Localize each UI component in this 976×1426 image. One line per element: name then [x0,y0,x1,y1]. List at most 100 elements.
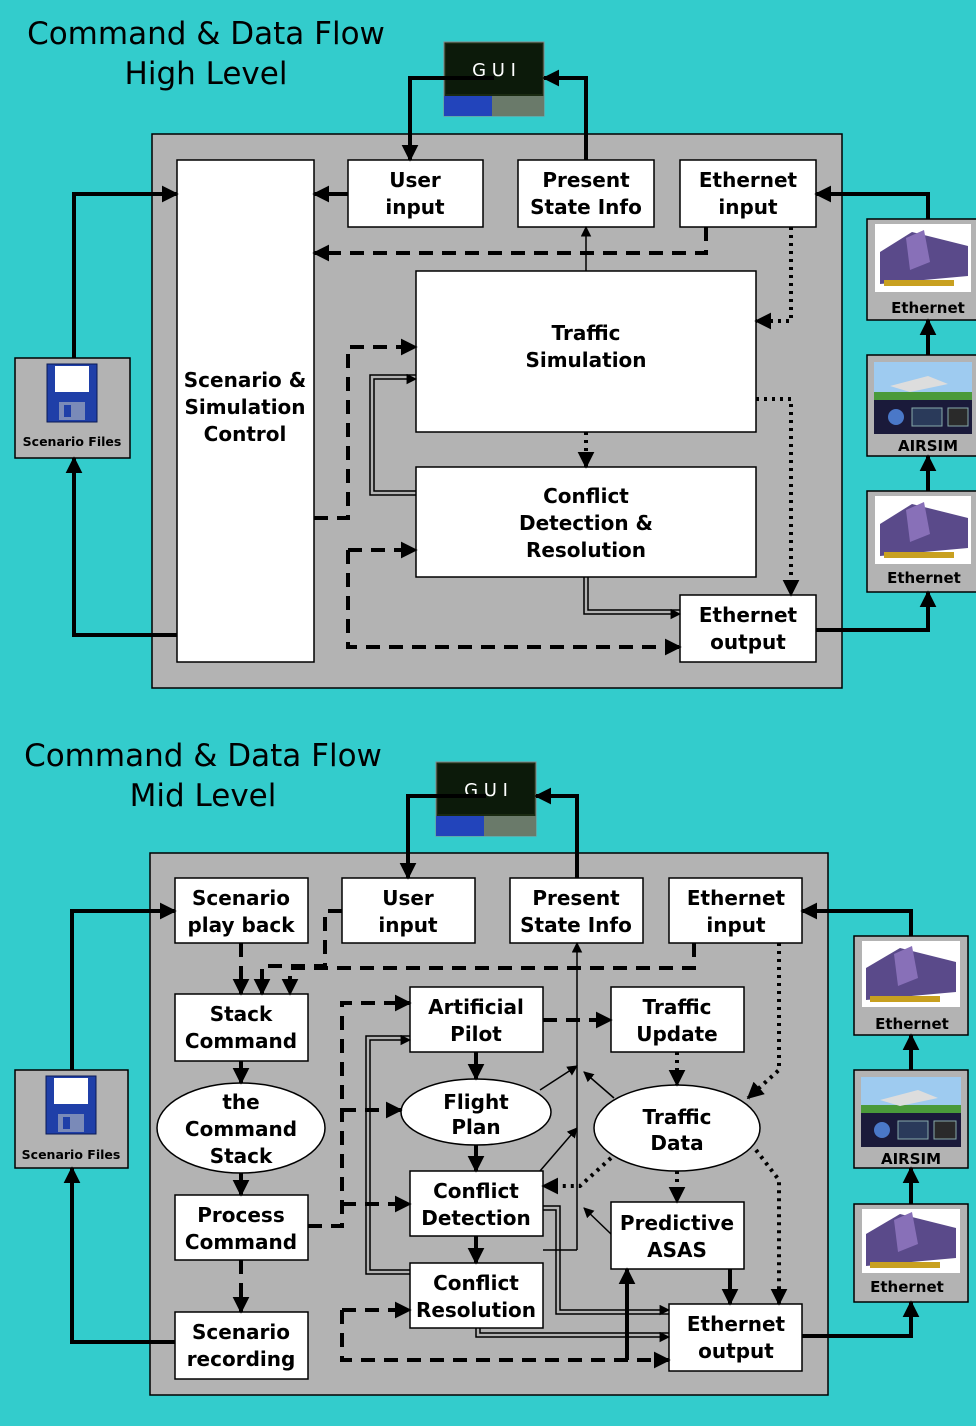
svg-text:AIRSIM: AIRSIM [898,437,958,455]
high-ethernet-output-box[interactable]: Ethernet output [679,594,817,663]
high-gui-label: G U I [472,60,516,81]
network-card-icon [875,224,971,292]
svg-text:Ethernet: Ethernet [870,1278,944,1296]
mid-conflict-detection-box[interactable]: Conflict Detection [409,1170,544,1237]
high-dashed-connectors [312,227,708,656]
mid-dotted-connectors [541,943,788,1306]
mid-predictive-asas-box[interactable]: Predictive ASAS [610,1201,745,1270]
high-conflict-detection-resolution-box[interactable]: Conflict Detection & Resolution [415,466,757,578]
mid-dashed-connectors [232,909,696,1369]
svg-text:Command: Command [185,1230,297,1254]
mid-process-command-box[interactable]: Process Command [174,1194,309,1261]
svg-text:Process: Process [197,1203,285,1227]
svg-text:Scenario: Scenario [192,886,290,910]
mid-right-ethernet-top[interactable]: Ethernet [853,935,969,1036]
mid-ethernet-output-box[interactable]: Ethernet output [668,1303,803,1372]
svg-text:Flight: Flight [443,1090,509,1114]
mid-title-line2: Mid Level [130,778,277,814]
svg-text:Simulation: Simulation [525,348,646,372]
mid-present-state-box[interactable]: Present State Info [509,877,644,944]
svg-text:Pilot: Pilot [450,1022,502,1046]
high-title-line2: High Level [125,56,288,92]
mid-level-section: Command & Data Flow Mid Level G U I Scen… [14,738,969,1396]
svg-text:Scenario Files: Scenario Files [22,1147,121,1162]
mid-ethernet-input-box[interactable]: Ethernet input [668,877,803,944]
mid-title-line1: Command & Data Flow [24,738,382,774]
svg-text:Detection: Detection [421,1206,531,1230]
floppy-disk-icon [46,363,98,423]
svg-text:input: input [718,195,778,219]
mid-scenario-files-box[interactable]: Scenario Files [14,1069,129,1169]
mid-artificial-pilot-box[interactable]: Artificial Pilot [409,986,544,1053]
svg-text:Traffic: Traffic [643,995,712,1019]
network-card-icon [875,496,971,564]
svg-text:Resolution: Resolution [416,1298,536,1322]
svg-text:input: input [378,913,438,937]
svg-text:Ethernet: Ethernet [699,603,798,627]
svg-text:Scenario: Scenario [192,1320,290,1344]
floppy-disk-icon [45,1075,97,1135]
svg-text:Command: Command [185,1117,297,1141]
svg-text:User: User [382,886,434,910]
svg-text:Ethernet: Ethernet [687,886,786,910]
high-solid-connectors [65,69,937,637]
high-right-airsim[interactable]: AIRSIM [866,354,976,457]
mid-stack-command-box[interactable]: Stack Command [174,993,309,1062]
mid-right-ethernet-bottom[interactable]: Ethernet [853,1203,969,1303]
mid-user-input-box[interactable]: User input [341,877,476,944]
svg-text:output: output [698,1339,774,1363]
network-card-icon [862,1209,960,1273]
svg-text:AIRSIM: AIRSIM [881,1150,941,1168]
svg-text:the: the [222,1090,259,1114]
svg-text:Ethernet: Ethernet [887,569,961,587]
high-right-ethernet-top[interactable]: Ethernet [866,218,976,321]
mid-right-airsim[interactable]: AIRSIM [853,1069,969,1169]
mid-traffic-update-box[interactable]: Traffic Update [610,986,745,1053]
svg-text:Plan: Plan [451,1115,500,1139]
svg-text:recording: recording [187,1347,296,1371]
svg-text:Stack: Stack [210,1144,273,1168]
svg-text:Detection &: Detection & [519,511,653,535]
svg-text:State Info: State Info [520,913,632,937]
mid-thin-connectors [365,941,671,1343]
svg-text:Conflict: Conflict [433,1271,519,1295]
high-present-state-box[interactable]: Present State Info [517,159,655,228]
mid-gui-screen-icon: G U I [435,761,537,837]
mid-command-stack-ellipse[interactable]: the Command Stack [156,1082,326,1174]
high-user-input-box[interactable]: User input [347,159,484,228]
svg-text:Traffic: Traffic [643,1105,712,1129]
svg-text:output: output [710,630,786,654]
high-traffic-simulation-box[interactable]: Traffic Simulation [415,270,757,433]
svg-text:Stack: Stack [210,1002,273,1026]
high-right-ethernet-bottom[interactable]: Ethernet [866,490,976,593]
svg-text:State Info: State Info [530,195,642,219]
svg-text:input: input [706,913,766,937]
svg-text:Scenario &: Scenario & [184,368,306,392]
svg-text:Conflict: Conflict [543,484,629,508]
svg-text:User: User [389,168,441,192]
svg-text:Simulation: Simulation [184,395,305,419]
svg-text:ASAS: ASAS [647,1238,707,1262]
svg-text:Ethernet: Ethernet [891,299,965,317]
high-ethernet-input-box[interactable]: Ethernet input [679,159,817,228]
svg-text:Update: Update [636,1022,718,1046]
svg-text:Ethernet: Ethernet [875,1015,949,1033]
high-level-section: Command & Data Flow High Level G U I Sce… [14,16,976,689]
mid-scenario-recording-box[interactable]: Scenario recording [174,1311,309,1380]
high-scenario-files-box[interactable]: Scenario Files [14,357,131,459]
svg-text:Scenario Files: Scenario Files [23,434,122,449]
high-scenario-control-box[interactable]: Scenario & Simulation Control [176,159,315,663]
mid-conflict-resolution-box[interactable]: Conflict Resolution [409,1262,544,1329]
svg-text:Resolution: Resolution [526,538,646,562]
high-title-line1: Command & Data Flow [27,16,385,52]
svg-text:Command: Command [185,1029,297,1053]
mid-traffic-data-ellipse[interactable]: Traffic Data [593,1084,761,1172]
flight-simulator-screenshot-icon [861,1077,961,1147]
mid-flight-plan-ellipse[interactable]: Flight Plan [400,1078,552,1146]
svg-text:Present: Present [532,886,620,910]
svg-text:Traffic: Traffic [552,321,621,345]
flight-simulator-screenshot-icon [874,362,972,434]
svg-text:Artificial: Artificial [428,995,524,1019]
mid-scenario-playback-box[interactable]: Scenario play back [174,877,309,944]
